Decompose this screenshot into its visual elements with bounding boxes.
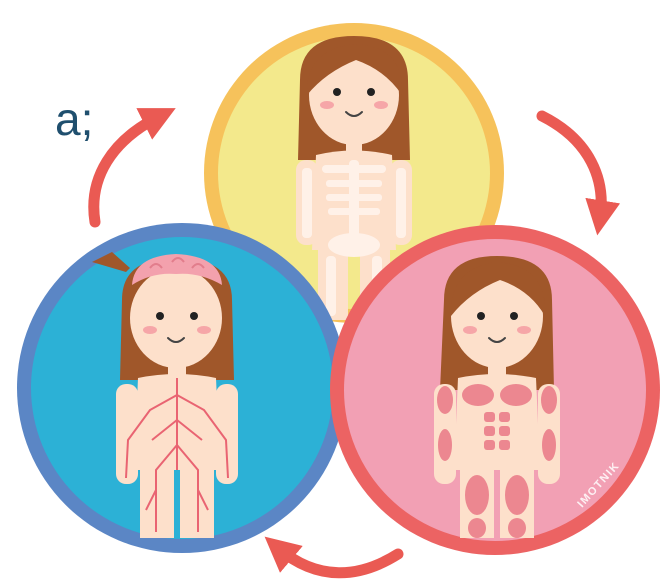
cycle-arrow-top-left	[94, 116, 160, 222]
muscular-panel: IMOTNIK	[330, 225, 660, 555]
cycle-arrow-bottom	[278, 548, 398, 573]
nervous-panel	[17, 223, 347, 553]
cycle-arrow-top-right	[542, 116, 601, 218]
